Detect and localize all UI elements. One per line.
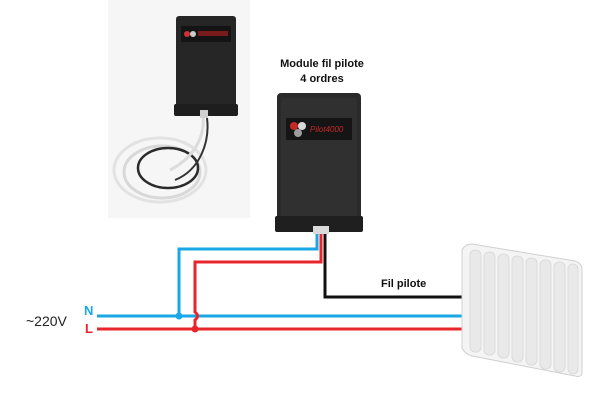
module-title-line2: 4 ordres [300,73,344,85]
neutral-label: N [84,303,94,318]
module-title-line1: Module fil pilote [280,58,364,70]
voltage-label: ~220V [26,313,67,329]
live-junction [191,325,199,333]
neutral-branch [177,232,319,316]
live-label: L [85,321,93,336]
pilot-wire [323,232,465,299]
module-brand-text: Pilot4000 [310,125,344,134]
wires [97,232,465,331]
pilot-wire-label: Fil pilote [381,278,427,290]
neutral-junction [175,312,183,320]
product-photo [108,0,250,218]
radiator [461,243,583,377]
pilot-module [275,93,363,234]
live-branch [193,232,323,329]
